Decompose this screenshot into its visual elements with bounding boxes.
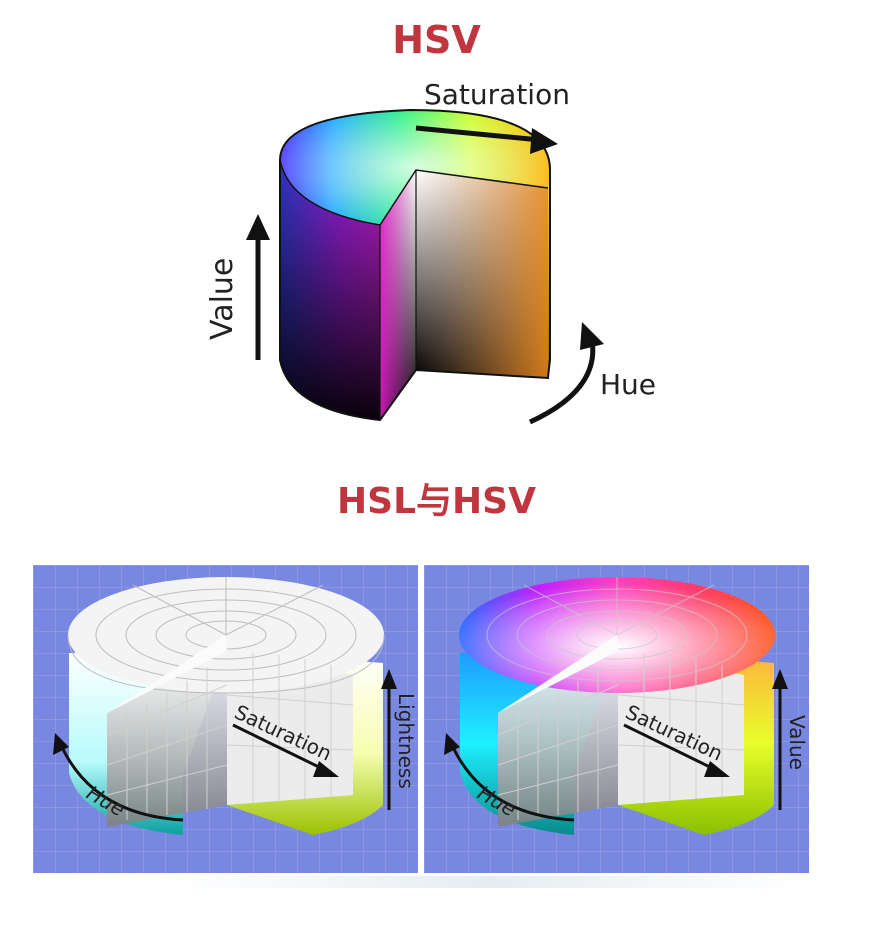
hsv2-value-arrow — [772, 669, 788, 810]
hsl-vs-hsv-title: HSL与HSV — [337, 481, 536, 522]
hsv-cylinder-figure: Saturation Value Hue — [180, 60, 700, 450]
hsv2-saturation-arrow — [623, 723, 730, 777]
bottom-fade-divider — [170, 876, 810, 888]
hue-label: Hue — [600, 368, 656, 401]
saturation-arrow — [415, 125, 558, 154]
lightness-arrow — [381, 669, 397, 810]
lightness-label: Lightness — [394, 693, 418, 789]
hue-arrow — [528, 322, 604, 425]
value-arrow — [246, 214, 270, 360]
hsl-hue-arrow — [53, 733, 184, 822]
saturation-label: Saturation — [424, 78, 570, 111]
value-label: Value — [205, 258, 240, 340]
hsv2-hue-arrow — [444, 733, 575, 822]
hsl-saturation-arrow — [232, 723, 339, 777]
hsv-cylinder-figure-2: Value Saturation Hue — [424, 565, 809, 873]
hsv2-value-label: Value — [785, 715, 809, 770]
hsl-cylinder-figure: Lightness Saturation Hue — [33, 565, 418, 873]
hsv-title: HSV — [392, 18, 481, 62]
